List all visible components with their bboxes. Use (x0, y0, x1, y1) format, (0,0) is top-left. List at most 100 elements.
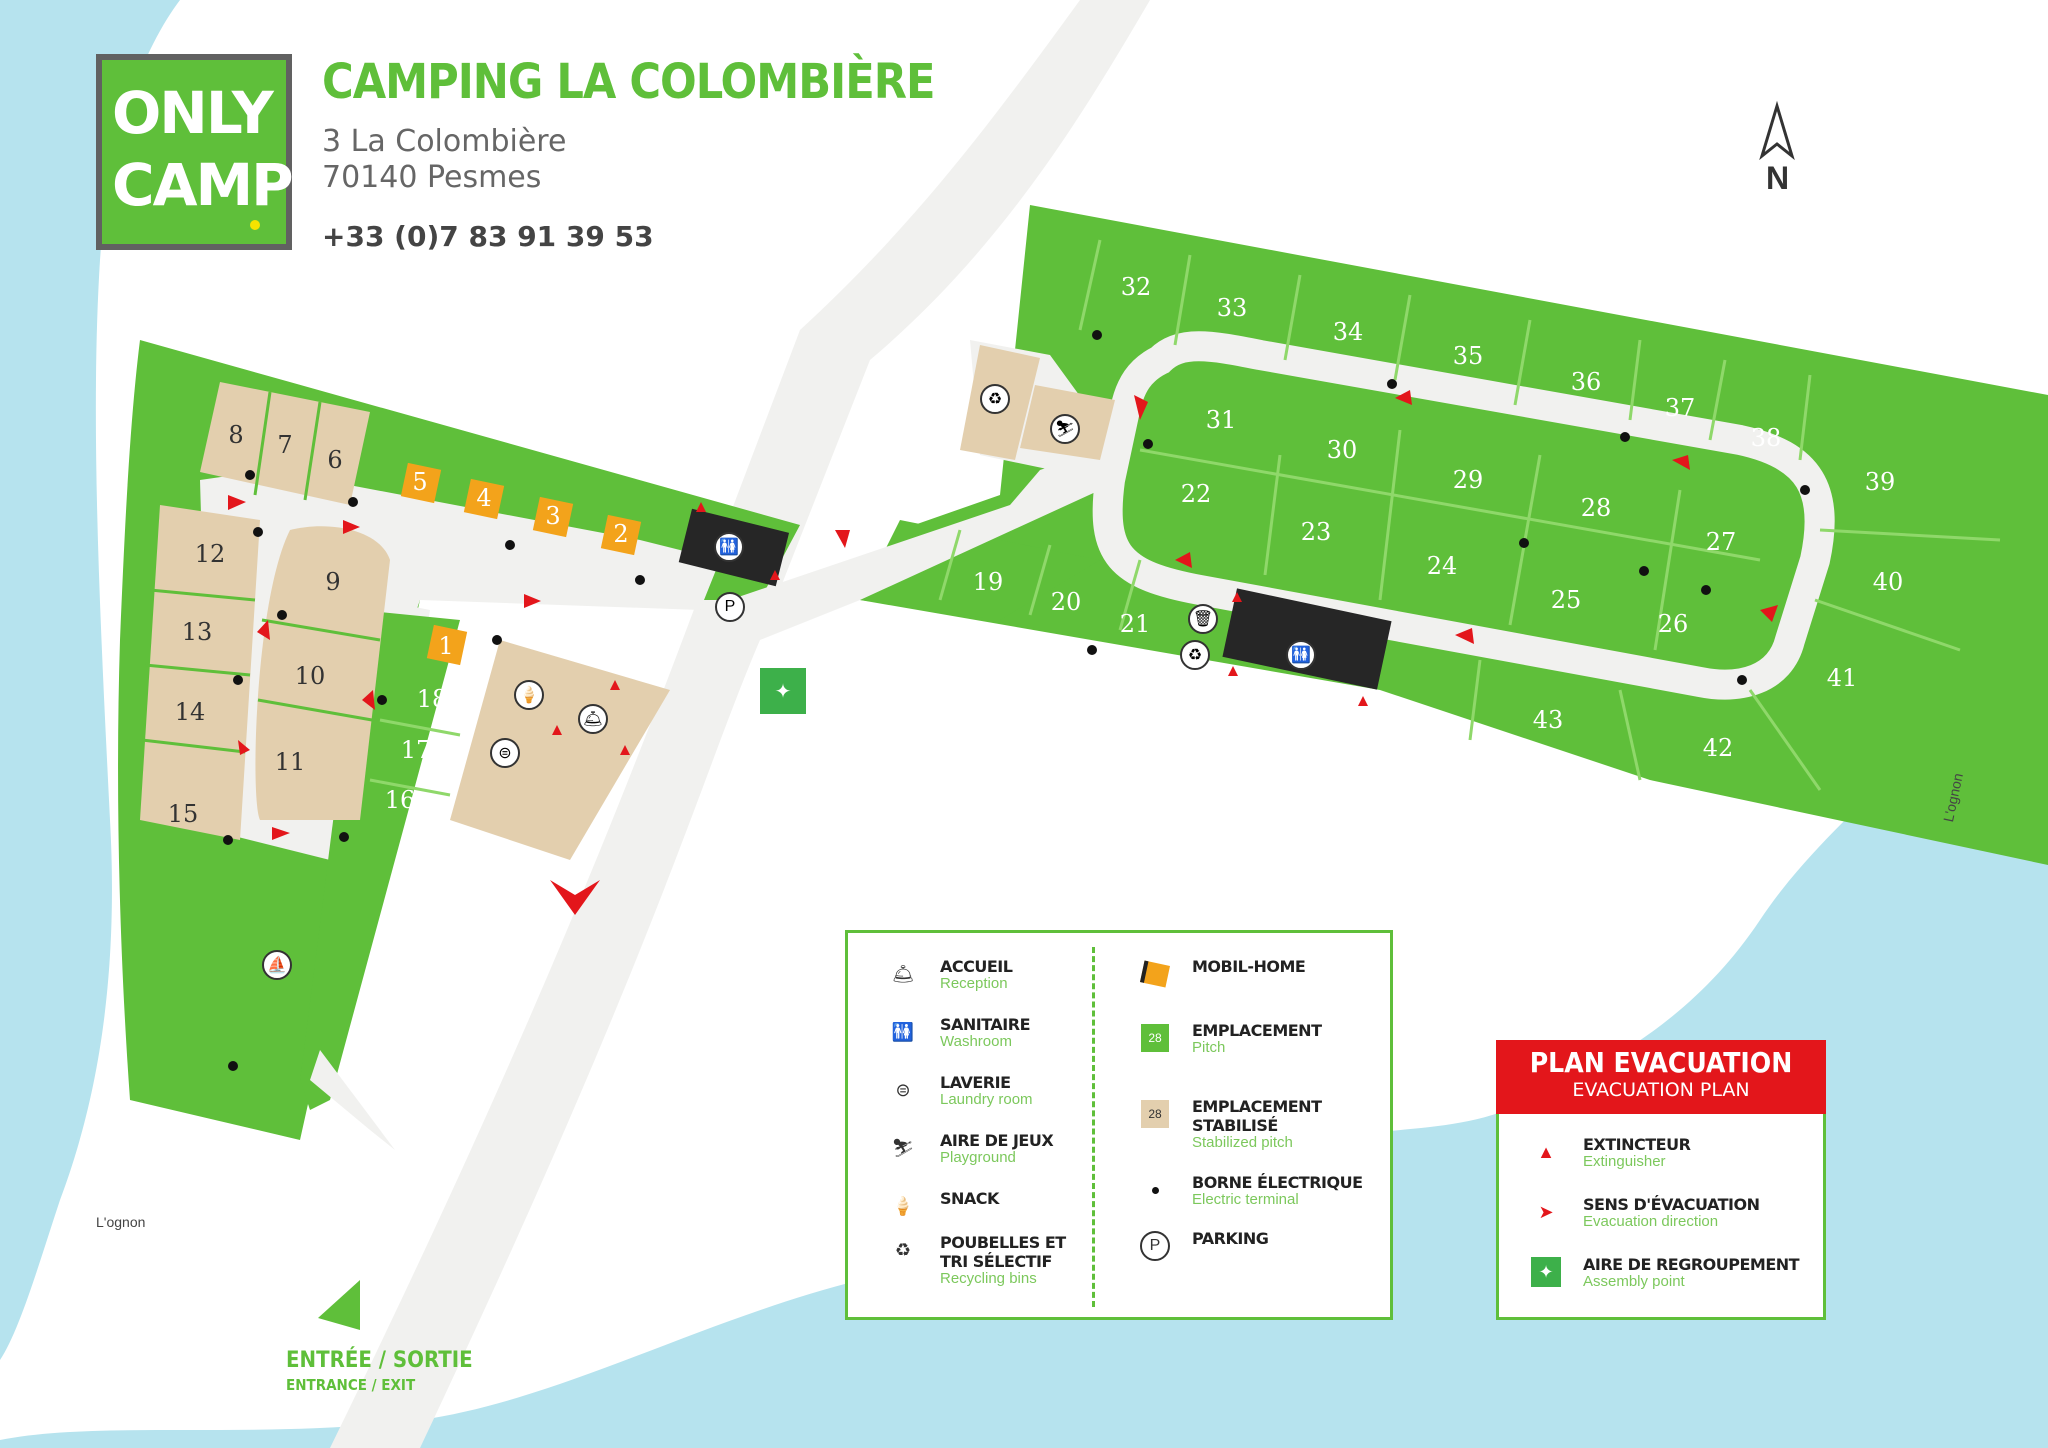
trash-bin-icon: 🗑 (1188, 604, 1218, 634)
assembly-point-icon: ✦ (1529, 1255, 1563, 1289)
svg-text:13: 13 (182, 618, 213, 646)
legend-subtitle: Washroom (940, 1033, 1012, 1050)
reception-bell-icon: 🛎 (891, 963, 915, 984)
svg-text:41: 41 (1827, 664, 1858, 692)
left-green-dividers (369, 718, 461, 797)
right-dividers (938, 239, 2001, 791)
svg-text:4: 4 (476, 484, 491, 512)
entrance-arrow (318, 1280, 360, 1330)
snack-icon: 🍦 (891, 1195, 915, 1216)
svg-text:42: 42 (1703, 734, 1734, 762)
legend-title: PARKING (1192, 1229, 1269, 1248)
svg-text:3: 3 (545, 502, 560, 530)
washroom-icon-right: 🚻 (1286, 640, 1316, 670)
camping-title: CAMPING LA COLOMBIÈRE (322, 54, 935, 110)
svg-text:43: 43 (1533, 706, 1564, 734)
logo-line2: CAMP (112, 151, 294, 219)
legend-subtitle: Pitch (1192, 1039, 1226, 1056)
pitch-icon: 28 (1138, 1021, 1172, 1055)
svg-text:18: 18 (417, 685, 448, 713)
beige-dividers (141, 391, 381, 754)
legend-subtitle: Reception (940, 975, 1008, 992)
legend-subtitle: Recycling bins (940, 1270, 1037, 1287)
svg-text:26: 26 (1658, 610, 1689, 638)
svg-text:12: 12 (195, 540, 226, 568)
svg-text:17: 17 (401, 736, 432, 764)
recycling-bins-icon: ♻ (980, 384, 1010, 414)
parking-badge: P (1140, 1231, 1170, 1261)
onlycamp-logo: ONLY CAMP (96, 54, 294, 250)
river-left (0, 0, 180, 1360)
svg-text:34: 34 (1333, 318, 1364, 346)
legend-subtitle: Electric terminal (1192, 1191, 1299, 1208)
logo-line1: ONLY (112, 79, 274, 147)
reception-bell-icon: 🛎 (578, 704, 608, 734)
legend-title: SNACK (940, 1189, 999, 1208)
evacuation-arrows (228, 390, 1778, 915)
svg-text:10: 10 (295, 662, 326, 690)
washroom-icon: 🚻 (714, 532, 744, 562)
legend-subtitle: Stabilized pitch (1192, 1134, 1293, 1151)
legend-item-mobil-home: MOBIL-HOME (1138, 957, 1306, 991)
svg-text:29: 29 (1453, 466, 1484, 494)
svg-text:28: 28 (1581, 494, 1612, 522)
legend-subtitle: Evacuation direction (1583, 1213, 1719, 1230)
svg-text:36: 36 (1571, 368, 1602, 396)
mobile-homes (400, 462, 642, 666)
legend-title: LAVERIE (940, 1073, 1011, 1092)
phone-number: +33 (0)7 83 91 39 53 (322, 220, 654, 253)
address-line2: 70140 Pesmes (322, 160, 542, 195)
entrance-sublabel: ENTRANCE / EXIT (286, 1376, 416, 1394)
sanitary-building-right (1222, 588, 1392, 690)
playground-slide-icon: ⛷ (891, 1137, 915, 1158)
svg-text:31: 31 (1206, 406, 1237, 434)
electric-terminal-icon (1138, 1173, 1172, 1207)
logo-dot (250, 220, 260, 230)
svg-text:11: 11 (275, 748, 306, 776)
svg-text:1: 1 (438, 632, 453, 660)
legend-title: EMPLACEMENT STABILISÉ (1192, 1097, 1322, 1135)
svg-text:33: 33 (1217, 294, 1248, 322)
svg-text:23: 23 (1301, 518, 1332, 546)
legend-divider (1092, 947, 1095, 1307)
grass-right (860, 205, 2048, 865)
address-line1: 3 La Colombière (322, 124, 567, 159)
evacuation-subtitle: EVACUATION PLAN (1572, 1079, 1750, 1101)
laundry-icon: ⊜ (490, 738, 520, 768)
recycle-icon: ♻ (1180, 640, 1210, 670)
svg-text:6: 6 (327, 446, 342, 474)
svg-text:20: 20 (1051, 588, 1082, 616)
svg-text:25: 25 (1551, 586, 1582, 614)
snack-icon: 🍦 (514, 680, 544, 710)
svg-text:37: 37 (1665, 394, 1696, 422)
legend-subtitle: Extinguisher (1583, 1153, 1666, 1170)
svg-text:9: 9 (325, 568, 340, 596)
svg-text:7: 7 (277, 431, 292, 459)
legend-item-snack: 🍦 SNACK (886, 1189, 1000, 1223)
loop-road (1092, 331, 1835, 700)
north-label: N (1766, 160, 1790, 196)
svg-text:16: 16 (385, 786, 416, 814)
parking-icon: P (715, 592, 745, 622)
north-arrow (1759, 100, 1795, 161)
svg-text:15: 15 (168, 800, 199, 828)
legend-title: BORNE ÉLECTRIQUE (1192, 1173, 1363, 1192)
kayak-icon: ⛵ (262, 950, 292, 980)
legend-subtitle: Assembly point (1583, 1273, 1685, 1290)
stabilized-badge: 28 (1141, 1100, 1169, 1128)
laundry-icon: ⊜ (895, 1079, 911, 1100)
river-label-left: L'ognon (96, 1214, 146, 1230)
legend-title: SANITAIRE (940, 1015, 1031, 1034)
svg-text:38: 38 (1751, 424, 1782, 452)
legend-title: AIRE DE REGROUPEMENT (1583, 1255, 1800, 1274)
legend-title: EMPLACEMENT (1192, 1021, 1322, 1040)
stabilized-pitch-icon: 28 (1138, 1097, 1172, 1131)
electric-terminals (223, 330, 1810, 1071)
